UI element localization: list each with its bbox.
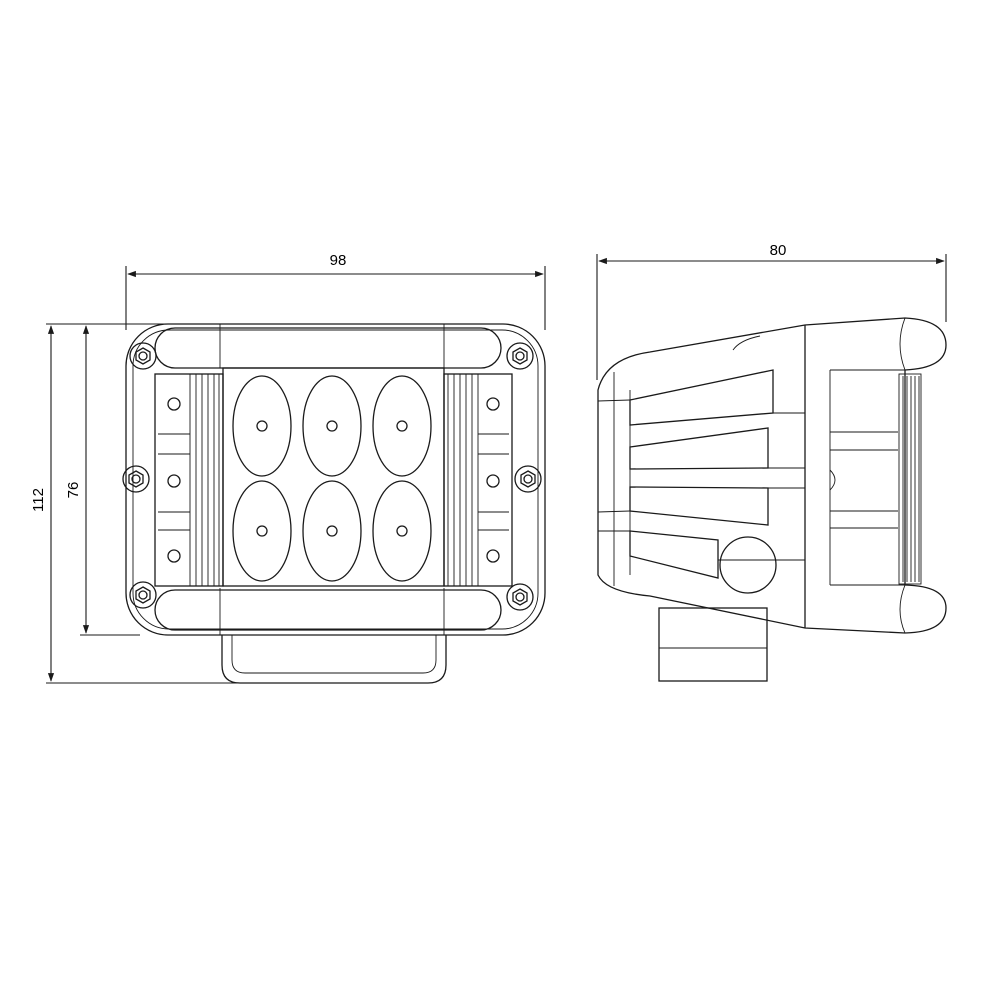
dimension-height-overall-label: 112 bbox=[30, 488, 47, 512]
side-body-outline bbox=[597, 317, 947, 634]
top-bar bbox=[154, 327, 502, 369]
rivet-icon bbox=[486, 474, 500, 488]
lens-icon bbox=[372, 480, 432, 582]
dimension-depth: 80 bbox=[596, 242, 947, 380]
bolt-icon bbox=[506, 342, 534, 370]
bolt-icon bbox=[506, 583, 534, 611]
housing-inner bbox=[132, 329, 539, 630]
dimension-depth-label: 80 bbox=[770, 242, 787, 259]
left-fin-block bbox=[154, 373, 224, 587]
dimension-width-label: 98 bbox=[330, 252, 347, 269]
lens-icon bbox=[302, 480, 362, 582]
bolts bbox=[122, 342, 542, 611]
dimension-height-body: 76 bbox=[65, 325, 140, 636]
bolt-icon bbox=[122, 465, 150, 493]
bottom-bar bbox=[154, 589, 502, 631]
bolt-icon bbox=[129, 581, 157, 609]
bolt-icon bbox=[129, 342, 157, 370]
side-fins bbox=[597, 335, 805, 586]
lens-icon bbox=[302, 375, 362, 477]
dimension-width: 98 bbox=[125, 252, 546, 330]
front-view: 98 112 76 bbox=[30, 252, 546, 684]
rivet-icon bbox=[167, 397, 181, 411]
lens-icon bbox=[232, 375, 292, 477]
lens-icon bbox=[232, 480, 292, 582]
housing-outer bbox=[125, 323, 546, 636]
rivet-icon bbox=[486, 549, 500, 563]
bolt-icon bbox=[514, 465, 542, 493]
lens-panel bbox=[222, 367, 445, 587]
lens-icon bbox=[372, 375, 432, 477]
side-mount bbox=[658, 607, 768, 682]
rivet-icon bbox=[167, 474, 181, 488]
adjust-knob-icon bbox=[719, 536, 777, 594]
side-view: 80 bbox=[596, 242, 947, 682]
rivet-icon bbox=[486, 397, 500, 411]
lens-grid bbox=[232, 375, 432, 582]
dimension-height-body-label: 76 bbox=[65, 482, 82, 499]
rivet-icon bbox=[167, 549, 181, 563]
mount-bracket bbox=[221, 635, 447, 684]
